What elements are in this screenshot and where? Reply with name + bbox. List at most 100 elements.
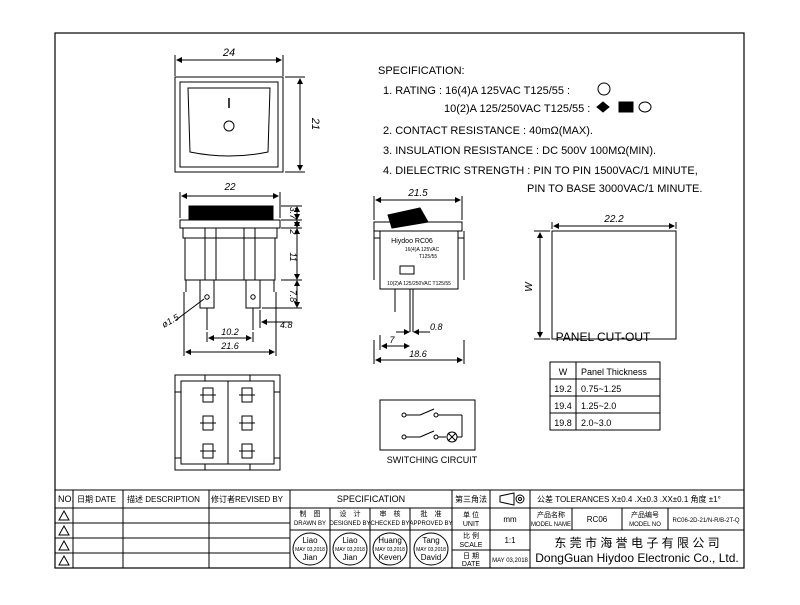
- checked-name: Huang: [378, 536, 402, 545]
- model-name-value: RC06: [587, 515, 608, 524]
- model-name-cn: 产品名称: [537, 510, 565, 519]
- spec-rating-line2: 10(2)A 125/250VAC T125/55 :: [444, 103, 590, 115]
- panel-cutout: [534, 222, 677, 340]
- title-projection: 第三角法: [455, 494, 487, 504]
- date-en: DATE: [462, 561, 480, 568]
- dim-front-base-width: 21.6: [220, 341, 239, 351]
- side-view: [373, 196, 465, 364]
- drawing-frame: [54, 32, 745, 569]
- unit-value: mm: [503, 515, 517, 524]
- dim-front-h4: 7.8: [288, 290, 298, 303]
- projection-symbol-icon: [499, 492, 525, 506]
- drawn-name: Liao: [302, 536, 318, 545]
- panel-cutout-label: PANEL CUT-OUT: [556, 330, 651, 344]
- bottom-view: [174, 374, 281, 471]
- dim-side-base: 18.6: [409, 349, 427, 359]
- thickness-row-value: 2.0~3.0: [581, 418, 611, 428]
- title-block: [54, 489, 745, 569]
- title-col-no: NO.: [58, 494, 74, 504]
- spec-rating-line1: 1. RATING : 16(4)A 125VAC T125/55 :: [383, 85, 570, 97]
- dim-side-pin-offset: 7: [389, 335, 395, 345]
- unit-cn: 单 位: [463, 510, 479, 519]
- designed-sub: Jian: [343, 553, 358, 562]
- spec-contact-resistance: 2. CONTACT RESISTANCE : 40mΩ(MAX).: [383, 125, 593, 137]
- side-brand-label: Hiydoo RC06: [391, 238, 433, 245]
- drawn-date: MAY 03,2018: [295, 547, 325, 553]
- thickness-row-value: 1.25~2.0: [581, 401, 616, 411]
- drawn-by-cn: 制 图: [300, 509, 321, 518]
- model-no-value: RC06-2D-21/N-R/B-2T-Q: [672, 518, 739, 524]
- thickness-table: [549, 361, 661, 431]
- title-col-revised: 修订者REVISED BY: [211, 494, 284, 504]
- warning-icon: [58, 554, 70, 566]
- side-rating2-label: 10(2)A 125/250VAC T125/55: [387, 281, 451, 287]
- revision-warning-icons: [58, 509, 70, 566]
- cqc-mark-icon: [596, 101, 610, 113]
- spec-insulation-resistance: 3. INSULATION RESISTANCE : DC 500V 100MΩ…: [383, 145, 656, 157]
- designed-name: Liao: [342, 536, 358, 545]
- dim-side-pin-thickness: 0.8: [430, 322, 443, 332]
- warning-icon: [58, 539, 70, 551]
- model-no-cn: 产品编号: [631, 510, 659, 519]
- unit-en: UNIT: [463, 521, 480, 528]
- dim-cutout-height: W: [524, 281, 535, 292]
- approved-by-en: APPROVED BY: [409, 521, 452, 527]
- signature-stamps: [292, 532, 449, 566]
- stamp-drawn: [292, 532, 328, 566]
- designed-by-cn: 设 计: [340, 509, 361, 518]
- switching-circuit-label: SWITCHING CIRCUIT: [387, 455, 478, 465]
- thickness-row-w: 19.2: [554, 384, 572, 394]
- thickness-row-w: 19.4: [554, 401, 572, 411]
- drawn-sub: Jian: [303, 553, 318, 562]
- model-no-en: MODEL NO: [629, 522, 661, 528]
- title-specification: SPECIFICATION: [337, 494, 405, 504]
- ccc-mark-icon: [618, 101, 634, 113]
- dim-front-hole: ø1.5: [160, 312, 181, 330]
- thickness-header-w: W: [559, 367, 568, 377]
- model-name-en: MODEL NAME: [531, 522, 571, 528]
- date-cn: 日 期: [463, 552, 479, 560]
- approved-sub: David: [421, 553, 441, 562]
- dim-top-width: 24: [222, 47, 235, 59]
- dim-top-height: 21: [309, 117, 321, 130]
- front-view: [175, 192, 302, 356]
- scale-value: 1:1: [504, 536, 516, 545]
- dim-front-width: 22: [223, 182, 236, 193]
- side-rating1-label: 16(4)A 125VAC: [405, 247, 440, 253]
- scale-en: SCALE: [460, 542, 483, 549]
- date-value: MAY 03,2018: [492, 558, 528, 564]
- company-name-en: DongGuan Hiydoo Electronic Co., Ltd.: [535, 551, 738, 565]
- stamp-designed: [332, 532, 368, 566]
- top-view: [174, 55, 305, 173]
- title-col-description: 描述 DESCRIPTION: [127, 494, 200, 504]
- ul-mark-icon: [597, 82, 611, 96]
- checked-by-cn: 审 核: [380, 509, 401, 518]
- enec-mark-icon: [638, 101, 652, 113]
- title-tolerances: 公差 TOLERANCES X±0.4 .X±0.3 .XX±0.1 角度 ±1…: [537, 494, 721, 504]
- dim-front-h3: 11: [288, 252, 298, 261]
- switching-circuit: [379, 399, 476, 451]
- dim-front-h2: 2: [288, 228, 298, 234]
- drawn-by-en: DRAWN BY: [294, 521, 326, 527]
- warning-icon: [58, 524, 70, 536]
- dim-front-pin-offset: 4.8: [280, 320, 293, 330]
- dim-front-pin-pitch: 10.2: [221, 327, 239, 337]
- designed-date: MAY 03,2018: [335, 547, 365, 553]
- checked-by-en: CHECKED BY: [370, 521, 409, 527]
- thickness-row-w: 19.8: [554, 418, 572, 428]
- dim-front-h1: 3.7: [288, 207, 298, 221]
- dim-side-width: 21.5: [407, 188, 428, 199]
- approved-name: Tang: [422, 536, 439, 545]
- company-name-cn: 东 莞 市 海 誉 电 子 有 限 公 司: [554, 535, 719, 550]
- side-rating1b-label: T125/55: [419, 254, 438, 260]
- approved-by-cn: 批 准: [421, 509, 442, 518]
- spec-dielectric-strength: 4. DIELECTRIC STRENGTH : PIN TO PIN 1500…: [383, 165, 698, 177]
- certification-marks: [596, 82, 652, 113]
- thickness-row-value: 0.75~1.25: [581, 384, 621, 394]
- warning-icon: [58, 509, 70, 521]
- scale-cn: 比 例: [463, 531, 479, 540]
- spec-dielectric-strength-2: PIN TO BASE 3000VAC/1 MINUTE.: [527, 183, 702, 195]
- thickness-header-panel: Panel Thickness: [581, 367, 647, 377]
